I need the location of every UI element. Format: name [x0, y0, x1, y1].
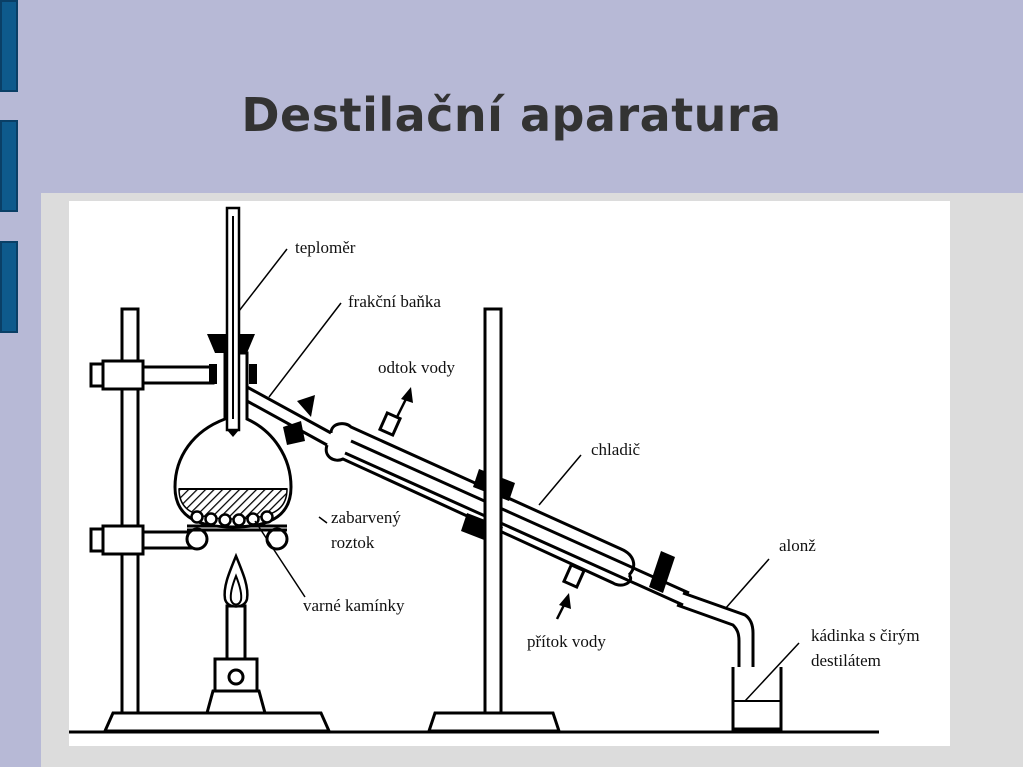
water-outlet-arrow [395, 387, 413, 418]
beaker [731, 667, 783, 731]
label-water-outlet: odtok vody [378, 358, 455, 377]
boiling-chips [190, 510, 274, 527]
distillation-diagram: teploměr frakční baňka odtok vody chladi… [69, 201, 950, 746]
adapter [676, 591, 755, 679]
burner-flame-inner [229, 573, 243, 606]
fractional-flask [173, 351, 293, 529]
side-accent-bar-1 [0, 0, 18, 92]
leader-lines [238, 248, 800, 702]
label-flask: frakční baňka [348, 292, 441, 311]
label-boiling-chips: varné kamínky [303, 596, 405, 615]
flask-side-arm [246, 385, 332, 447]
label-beaker-line2: destilátem [811, 651, 881, 670]
label-condenser: chladič [591, 440, 641, 459]
label-adapter: alonž [779, 536, 816, 555]
right-stand [426, 307, 562, 733]
label-thermometer: teploměr [295, 238, 356, 257]
slide-title: Destilační aparatura [241, 88, 782, 142]
distillation-diagram-svg: teploměr frakční baňka odtok vody chladi… [69, 206, 920, 734]
label-solution-line1: zabarvený [331, 508, 401, 527]
water-inlet-tube [561, 562, 587, 590]
water-outlet-tube [377, 410, 403, 438]
label-water-inlet: přítok vody [527, 632, 606, 651]
label-solution-line2: roztok [331, 533, 375, 552]
label-beaker-line1: kádinka s čirým [811, 626, 920, 645]
left-stand [89, 307, 332, 733]
thermometer [225, 206, 241, 437]
side-accent-bar-3 [0, 241, 18, 333]
bunsen-burner [205, 604, 267, 715]
water-inlet-arrow [555, 593, 571, 620]
flask-clamp [209, 364, 257, 384]
side-accent-bar-2 [0, 120, 18, 212]
